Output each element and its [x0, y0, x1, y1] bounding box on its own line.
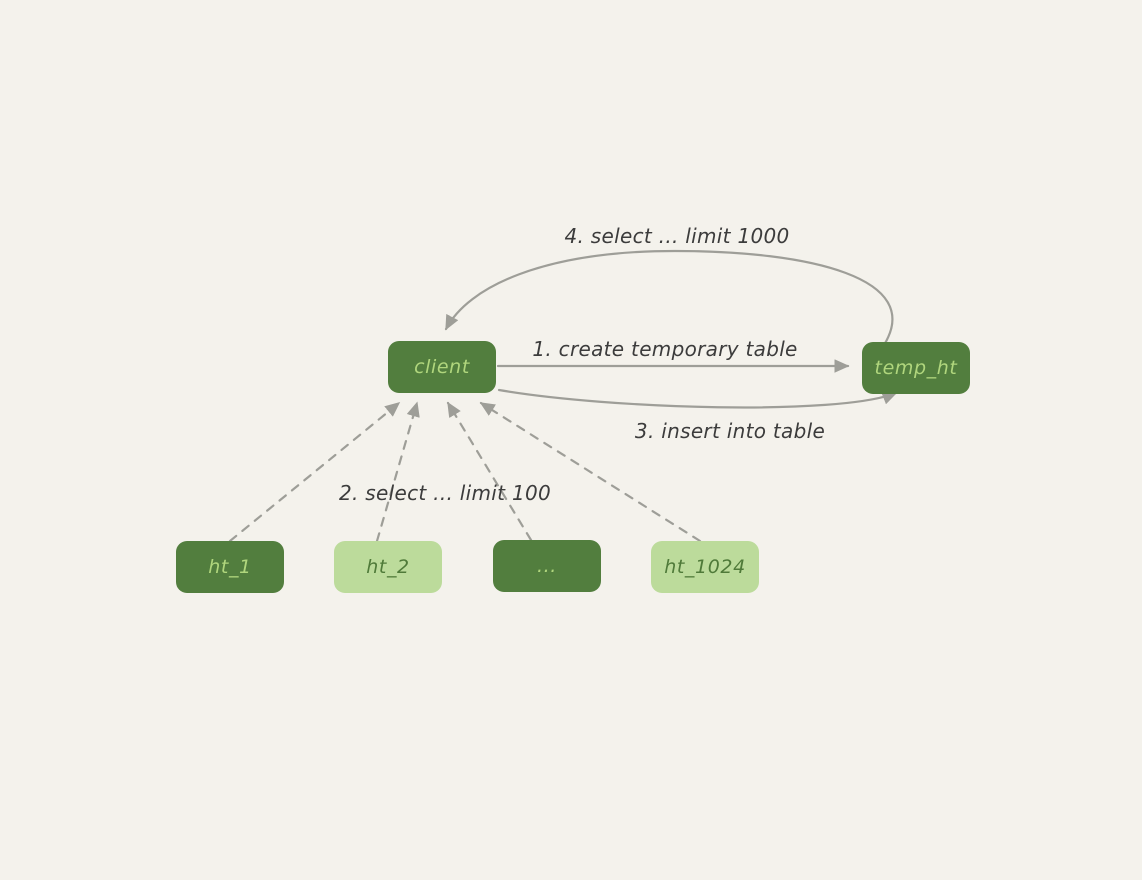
node-ht-1024-label: ht_1024 [664, 556, 746, 578]
node-ht-2-label: ht_2 [366, 556, 410, 578]
node-client-label: client [414, 356, 470, 378]
edge-select-shard-htdots-arrow [446, 401, 533, 542]
edge-select-limit-1000-arrow [444, 249, 894, 347]
edge-select-shard-ht1-arrow [228, 401, 401, 543]
node-temp-ht[interactable]: temp_ht [862, 342, 970, 394]
node-ht-1[interactable]: ht_1 [176, 541, 284, 593]
node-client[interactable]: client [388, 341, 496, 393]
node-ht-1-label: ht_1 [208, 556, 252, 578]
edge-label-select-limit-1000: 4. select ... limit 1000 [564, 224, 790, 248]
edge-label-create-temp-table: 1. create temporary table [532, 337, 798, 361]
node-temp-ht-label: temp_ht [874, 357, 958, 379]
edge-label-select-limit-100: 2. select ... limit 100 [338, 481, 552, 505]
node-ht-dots[interactable]: ... [493, 540, 601, 592]
edge-select-shard-ht2-arrow [375, 401, 420, 543]
node-ht-2[interactable]: ht_2 [334, 541, 442, 593]
node-ht-1024[interactable]: ht_1024 [651, 541, 759, 593]
edge-label-insert-into-table: 3. insert into table [634, 419, 826, 443]
node-ht-dots-label: ... [537, 555, 557, 577]
edge-insert-into-table-arrow [497, 388, 898, 409]
edge-select-shard-ht1024-arrow [479, 401, 702, 543]
